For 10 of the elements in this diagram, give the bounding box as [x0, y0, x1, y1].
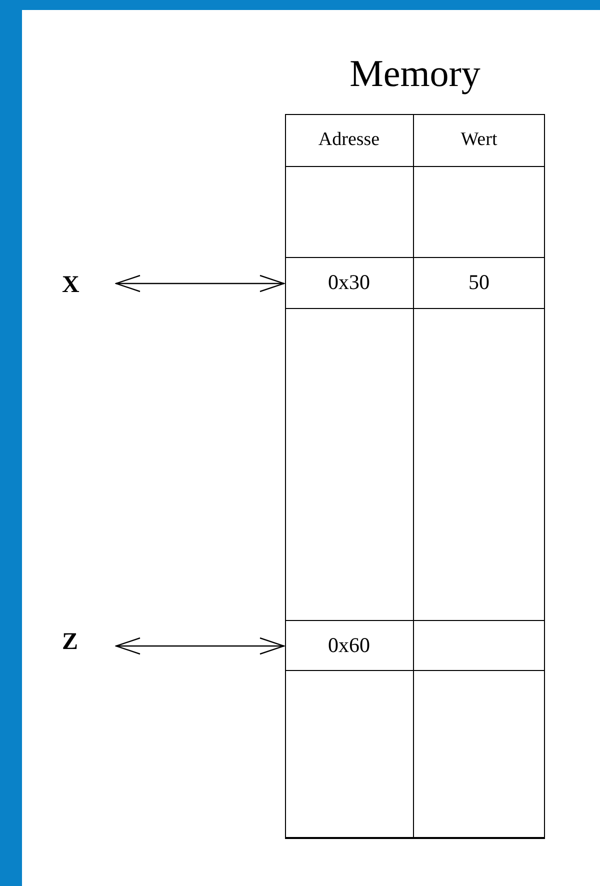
double-arrow	[115, 274, 285, 292]
table-title: Memory	[348, 52, 482, 97]
address-value: 0x30	[327, 268, 371, 296]
column-header: Wert	[460, 128, 498, 152]
variable-name: X	[62, 271, 98, 299]
double-arrow	[115, 637, 285, 655]
column-header: Adresse	[317, 128, 381, 152]
variable-name: Z	[62, 628, 98, 656]
data-value: 50	[468, 268, 490, 296]
address-value: 0x60	[327, 632, 371, 658]
